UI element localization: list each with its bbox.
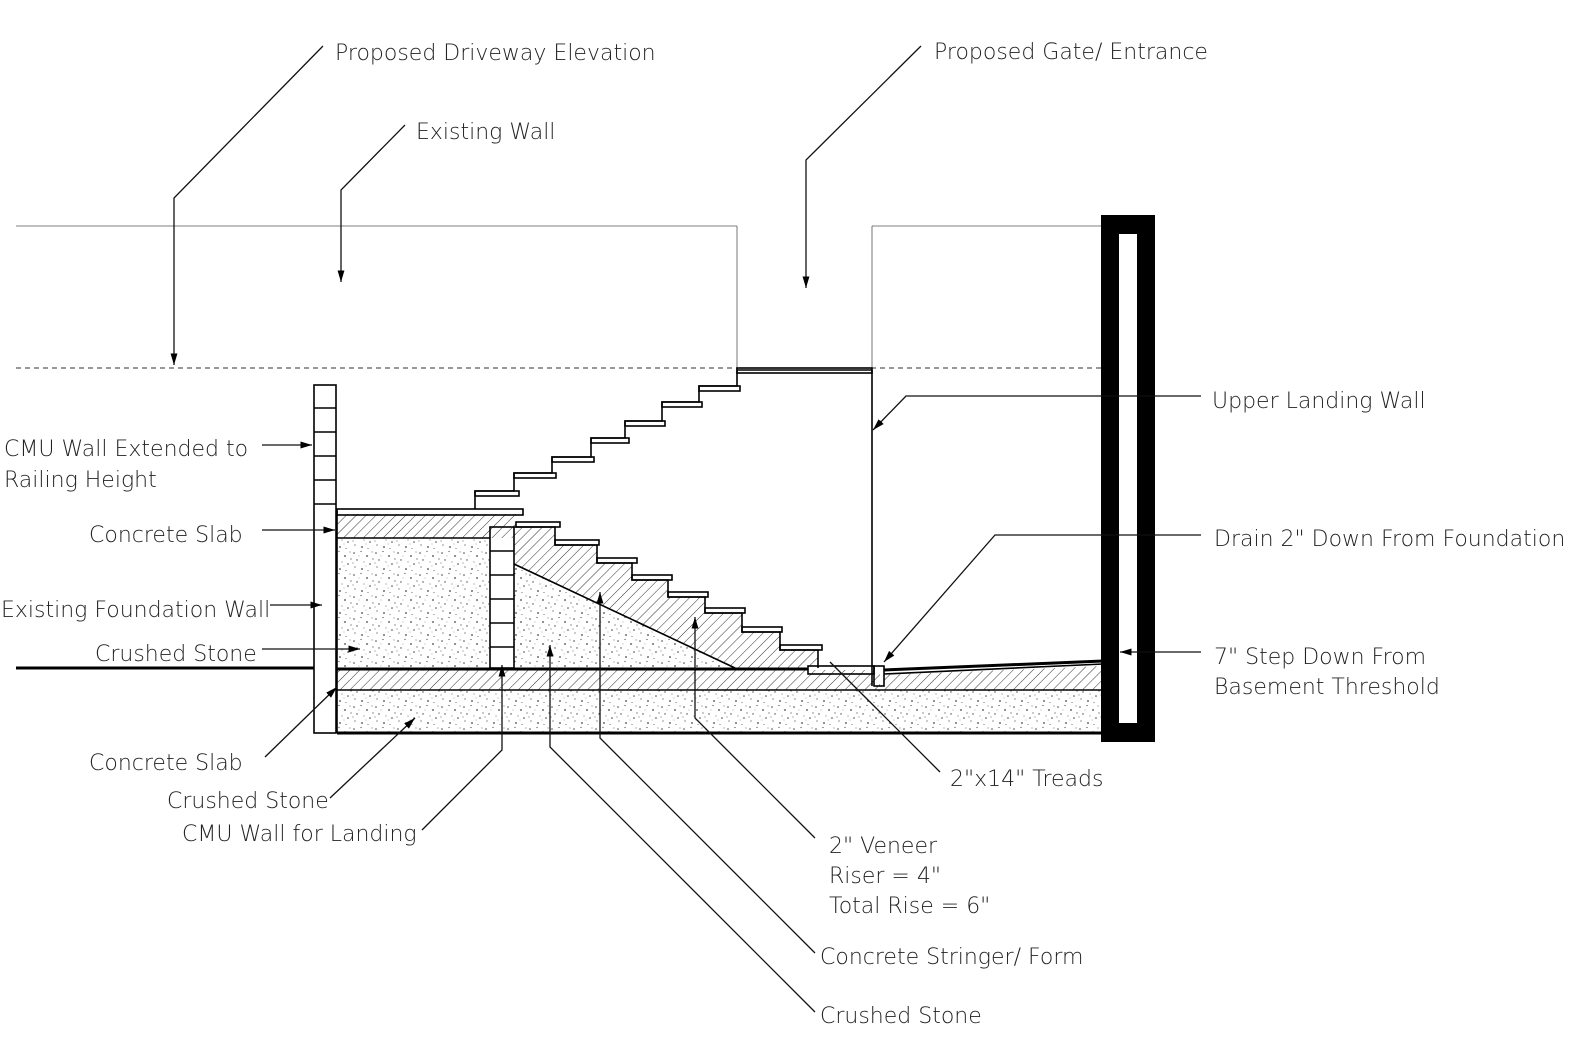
label-concrete-slab-lower: Concrete Slab	[89, 751, 243, 776]
label-gate-entrance: Proposed Gate/ Entrance	[934, 40, 1208, 65]
label-existing-foundation-wall: Existing Foundation Wall	[1, 598, 270, 623]
concrete-slab-upper-fill	[337, 514, 516, 538]
leader-cmu-landing	[421, 665, 506, 831]
label-driveway-elevation: Proposed Driveway Elevation	[335, 41, 656, 66]
leader-crushed-stone-bottom	[546, 645, 816, 1013]
drain-slope-edge	[883, 659, 1104, 672]
concrete-slab-lower-fill	[337, 670, 1103, 690]
label-drain: Drain 2" Down From Foundation	[1214, 527, 1565, 552]
label-upper-landing-wall: Upper Landing Wall	[1212, 389, 1426, 414]
leader-veneer	[691, 617, 816, 839]
label-veneer-line1: 2" Veneer	[829, 834, 938, 859]
leader-upper-landing-wall	[872, 395, 1201, 431]
leader-drain	[883, 534, 1201, 663]
crushed-stone-upper-fill	[337, 539, 489, 671]
leader-driveway	[170, 45, 324, 365]
label-existing-wall: Existing Wall	[416, 120, 555, 145]
existing-foundation-wall-right	[1101, 215, 1155, 742]
label-veneer-line3: Total Rise = 6"	[829, 894, 990, 919]
label-stringer-form: Concrete Stringer/ Form	[820, 945, 1083, 970]
label-cmu-extended-line1: CMU Wall Extended to	[4, 437, 248, 462]
drain-slab-fill	[884, 666, 1103, 686]
label-veneer-line2: Riser = 4"	[829, 864, 941, 889]
drain-slope-top	[883, 663, 1104, 675]
label-step-down-line1: 7" Step Down From	[1214, 645, 1426, 670]
label-cmu-extended-line2: Railing Height	[4, 468, 157, 493]
cmu-wall-extended	[313, 384, 337, 734]
leader-gate	[802, 45, 922, 288]
leader-concrete-slab-lower	[264, 686, 338, 758]
leader-treads	[829, 661, 941, 773]
crushed-stone-lower-fill	[337, 690, 1103, 732]
lower-stair	[513, 521, 823, 669]
upper-stair	[474, 367, 873, 509]
leader-stringer	[596, 592, 816, 954]
cmu-wall-landing	[489, 526, 515, 669]
label-crushed-stone-lower: Crushed Stone	[167, 789, 329, 814]
label-step-down-line2: Basement Threshold	[1214, 675, 1440, 700]
label-crushed-stone-upper: Crushed Stone	[95, 642, 257, 667]
leader-crushed-stone-lower	[329, 717, 416, 799]
label-crushed-stone-bottom: Crushed Stone	[820, 1004, 982, 1029]
leader-existing-wall	[337, 124, 406, 282]
drain	[873, 665, 885, 687]
label-concrete-slab-upper: Concrete Slab	[89, 523, 243, 548]
label-cmu-wall-landing: CMU Wall for Landing	[182, 822, 417, 847]
label-treads: 2"x14" Treads	[950, 767, 1103, 792]
